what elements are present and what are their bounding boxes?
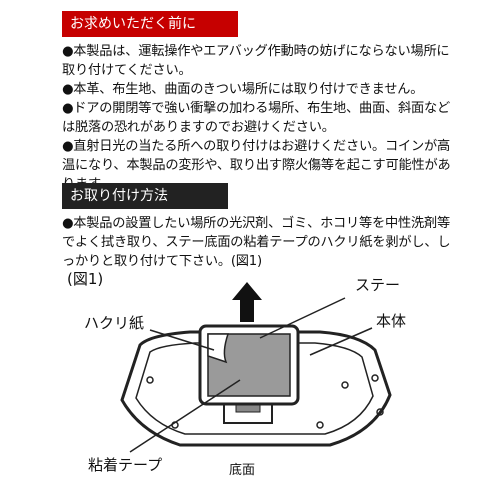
notice-item-2: ●本革、布生地、曲面のきつい場所には取り付けできません。 [62,82,424,97]
label-bottom: 底面 [229,463,256,478]
device-screw [316,421,324,429]
label-body: 本体 [376,312,407,330]
label-release-paper: ハクリ紙 [84,314,145,332]
label-adhesive-tape: 粘着テープ [88,456,163,474]
section-title-installation: お取り付け方法 [62,183,228,209]
leader-adhesive [129,379,241,453]
leader-body [309,327,373,356]
leader-stay [259,297,346,339]
notice-item-1: ●本製品は、運転操作やエアバッグ作動時の妨げにならない場所に取り付けてください。 [62,44,450,78]
section-title-before-purchase: お求めいただく前に [62,11,238,37]
device-screw [376,408,384,416]
device-inner-rim [135,342,374,435]
figure-caption: (図1) [67,270,104,288]
leader-release-paper [149,329,215,351]
installation-item-1: ●本製品の設置したい場所の光沢剤、ゴミ、ホコリ等を中性洗剤等でよく拭き取り、ステ… [62,216,451,269]
up-arrow-icon [232,282,262,322]
release-paper-corner [207,333,230,364]
device-screw [146,376,154,384]
device-screw [371,374,379,382]
device-screw [341,381,349,389]
notice-item-3: ●ドアの開閉等で強い衝撃の加わる場所、布生地、曲面、斜面などは脱落の恐れがありま… [62,101,450,135]
label-stay: ステー [355,276,401,294]
